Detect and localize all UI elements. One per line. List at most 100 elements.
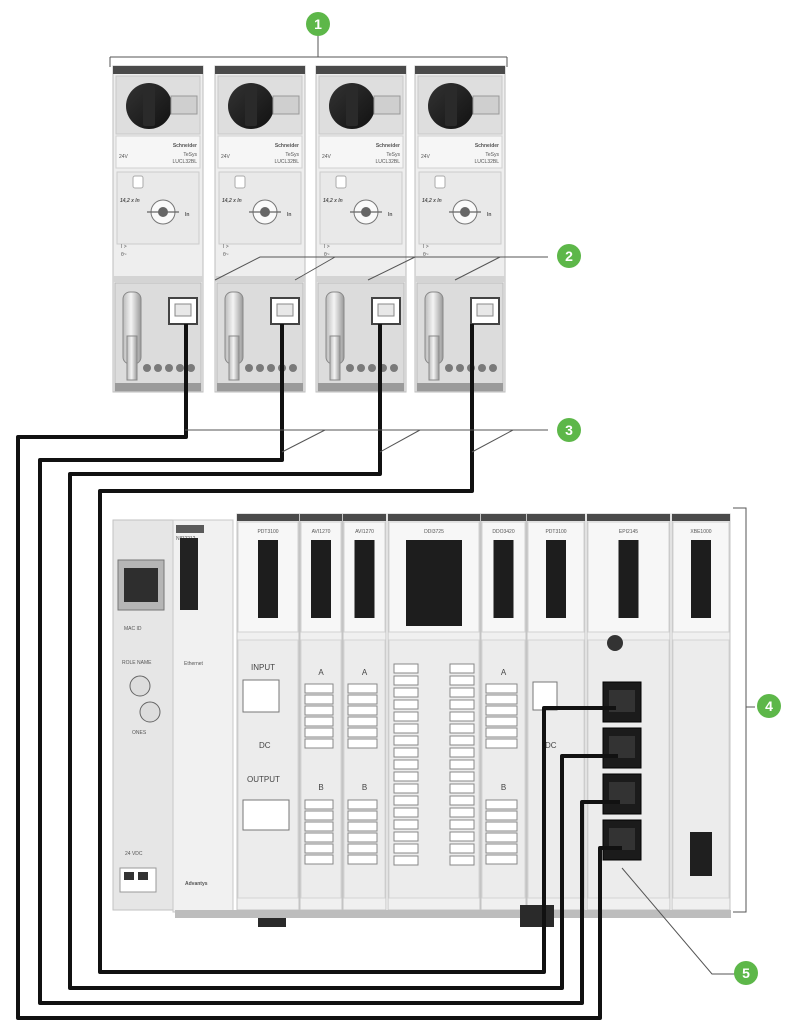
terminal-block (449, 747, 475, 758)
rj45-socket (609, 828, 635, 850)
starter-top-bar (215, 66, 305, 74)
setting-label: 14,2 x In (120, 198, 140, 204)
terminal-block (449, 795, 475, 806)
module-ref: DDI3725 (424, 529, 444, 535)
starter-brand: Schneider (475, 143, 499, 149)
terminal-screw (267, 364, 275, 372)
terminal-screw (289, 364, 297, 372)
symbol-overcurrent: I > (324, 244, 330, 250)
communication-cable (68, 324, 618, 990)
terminal-block (449, 819, 475, 830)
terminal-block (449, 807, 475, 818)
module-ref: DDO3420 (492, 529, 514, 535)
terminal-block (485, 683, 518, 694)
module-top-cap (388, 514, 480, 521)
handle-lock (272, 95, 300, 115)
terminal-block (304, 727, 334, 738)
terminal-block (485, 716, 518, 727)
terminal-block (449, 735, 475, 746)
rj45-socket (377, 303, 395, 317)
io-module: EPI2145 (586, 513, 671, 911)
led-window (258, 540, 278, 618)
callout-4: 4 (757, 694, 781, 718)
module-top-cap (672, 514, 730, 521)
ones-label: ONES (132, 730, 147, 736)
cylinder-stem (329, 335, 341, 381)
callout-1: 1 (306, 12, 330, 36)
terminal-block (449, 663, 475, 674)
led-window (691, 540, 711, 618)
led-window (354, 540, 375, 618)
module-lower-panel (237, 639, 299, 899)
led-window (311, 540, 331, 618)
rj45-socket (476, 303, 494, 317)
terminal-block (393, 843, 419, 854)
nim-led-window (180, 538, 198, 610)
terminal-block (393, 807, 419, 818)
callout-circle (734, 961, 758, 985)
module-separator (215, 276, 305, 282)
module-top-cap (481, 514, 526, 521)
callout-circle (757, 694, 781, 718)
terminal-screw (143, 364, 151, 372)
module-top-cap (343, 514, 386, 521)
handle-lock (373, 95, 401, 115)
terminal-block (304, 705, 334, 716)
callout-circle (557, 418, 581, 442)
terminal-block (304, 799, 334, 810)
setting-unit: In (487, 212, 491, 218)
terminal-block (485, 705, 518, 716)
terminal-block (393, 783, 419, 794)
rj45-socket (609, 782, 635, 804)
callout-number: 2 (565, 248, 573, 264)
power-connector (532, 681, 558, 711)
callout-3: 3 (557, 418, 581, 442)
terminal-screw (489, 364, 497, 372)
setting-unit: In (185, 212, 189, 218)
handle-grip (445, 86, 457, 126)
starter-ref: LUCL32BL (275, 159, 300, 165)
terminal-block (347, 727, 378, 738)
terminal-screw (245, 364, 253, 372)
terminal-block (347, 832, 378, 843)
terminal-block (485, 843, 518, 854)
starter-voltage: 24V (322, 154, 332, 160)
cylinder-stem (428, 335, 440, 381)
terminal-block (304, 683, 334, 694)
module-lower-panel (527, 639, 585, 899)
setting-label: 14,2 x In (422, 198, 442, 204)
rotary-switch-icon (607, 635, 623, 651)
starter-ref: LUCL32BL (376, 159, 401, 165)
terminal-screw (456, 364, 464, 372)
group-a-label: A (501, 668, 507, 677)
terminal-block (304, 810, 334, 821)
output-label: OUTPUT (247, 775, 280, 784)
module-separator (316, 276, 406, 282)
terminal-block (393, 699, 419, 710)
symbol-overcurrent: I > (223, 244, 229, 250)
terminal-block (304, 821, 334, 832)
rj45-socket (609, 736, 635, 758)
terminal-block (347, 705, 378, 716)
terminal-block (449, 771, 475, 782)
module-ref: EPI2145 (619, 529, 638, 535)
terminal-block (449, 831, 475, 842)
module-ref: PDT3100 (545, 529, 566, 535)
terminal-block (449, 783, 475, 794)
terminal-block (304, 738, 334, 749)
terminal-screw (357, 364, 365, 372)
module-separator (113, 276, 203, 282)
terminal-block (347, 810, 378, 821)
starter-voltage: 24V (119, 154, 129, 160)
group-b-label: B (501, 783, 506, 792)
callout-circle (557, 244, 581, 268)
setting-unit: In (388, 212, 392, 218)
cylinder-stem (228, 335, 240, 381)
communication-cable (98, 324, 616, 974)
terminal-block (347, 738, 378, 749)
